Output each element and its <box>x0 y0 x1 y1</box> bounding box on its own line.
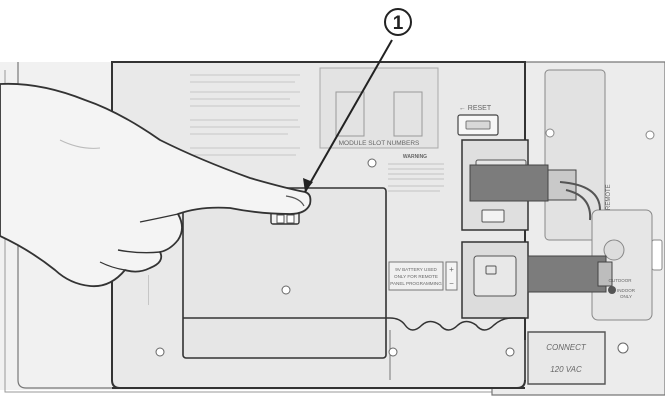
indoor-label: INDOOR <box>617 288 636 293</box>
ribbon-latch <box>481 209 505 223</box>
ground-screw <box>617 342 629 354</box>
side-label: —————— <box>146 275 152 305</box>
hand-illustration <box>0 82 312 288</box>
regulatory-text <box>190 74 300 156</box>
latch-notch <box>276 214 285 224</box>
plus-label: + <box>449 265 454 274</box>
callout-number: 1 <box>393 13 404 34</box>
warning-title: WARNING <box>403 154 427 160</box>
callout-circle <box>384 8 412 36</box>
warning-text <box>388 163 444 192</box>
screw <box>505 347 515 357</box>
remote-wire <box>559 181 601 211</box>
minus-label: − <box>449 279 454 288</box>
power-cable <box>527 255 607 293</box>
polarity-box <box>445 261 458 291</box>
remote-wire <box>565 189 592 221</box>
module-slot <box>393 91 423 137</box>
battery-label-box <box>388 261 444 291</box>
voltage-label: 120 VAC <box>550 365 582 374</box>
screw <box>545 128 555 138</box>
connect-cover <box>527 331 606 385</box>
module-slot <box>335 91 365 137</box>
warning-label <box>382 150 448 202</box>
indoor-indicator <box>608 286 616 294</box>
power-plug <box>597 261 613 287</box>
latch-notch <box>286 214 295 224</box>
screw <box>367 158 377 168</box>
battery-label-line2: ONLY FOR REMOTE <box>394 274 438 279</box>
screw <box>645 130 655 140</box>
door-screw <box>281 285 291 295</box>
module-slot-area <box>319 67 439 149</box>
callout-arrowhead <box>303 178 313 192</box>
outdoor-label: OUTDOOR <box>609 278 633 283</box>
module-slot-label: MODULE SLOT NUMBERS <box>339 140 420 147</box>
ribbon-plug <box>547 169 577 201</box>
connect-label: CONNECT <box>546 343 587 352</box>
battery-slot <box>473 255 517 297</box>
screw <box>388 347 398 357</box>
screw <box>155 347 165 357</box>
battery-label-line1: 9V BATTERY USED <box>395 267 437 272</box>
enclosure-outline <box>17 62 490 389</box>
only-label: ONLY <box>620 294 632 299</box>
callout-leader-line <box>304 39 393 193</box>
remote-port-knob <box>603 239 625 261</box>
panel-wavy-edge <box>183 317 525 331</box>
reset-button-face <box>465 120 491 130</box>
side-slot <box>651 239 663 271</box>
reset-label: ← RESET <box>459 105 492 112</box>
ribbon-cable <box>469 164 549 202</box>
battery-terminal <box>485 265 497 275</box>
battery-label-line3: PANEL PROGRAMMING <box>390 281 442 286</box>
remote-label: REMOTE <box>606 184 612 210</box>
